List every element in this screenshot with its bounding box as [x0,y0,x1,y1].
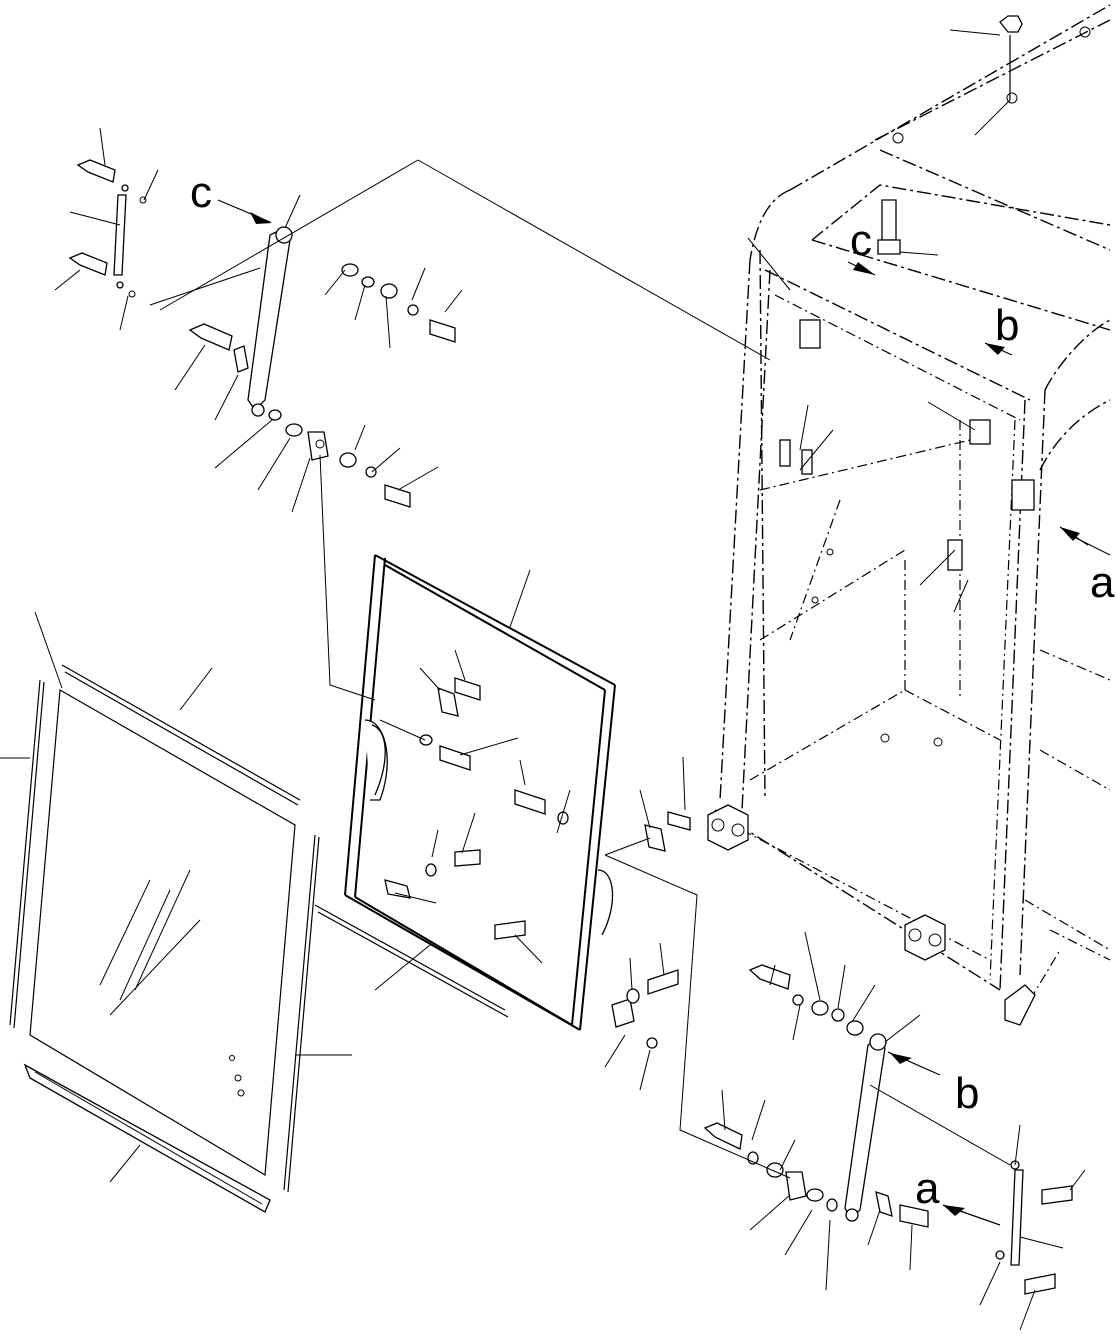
view-label-c-cab: c [850,216,872,265]
cab-view-arrows [847,261,1089,546]
door-frame [344,554,616,1031]
view-label-a-lower: a [915,1164,940,1213]
view-label-b-lower: b [955,1069,979,1118]
glass-panel [9,664,320,1213]
door-lower-bar [314,904,509,1018]
cab-frame [707,4,1111,1026]
view-labels: c c b a b a [190,168,1115,1213]
leader-lines [0,29,1111,1331]
view-label-b-cab: b [995,301,1019,350]
upper-hinge-assembly [68,159,456,508]
lower-hinge-assembly [703,964,1073,1295]
view-label-a-cab: a [1090,558,1115,607]
view-label-c-upper: c [190,168,212,217]
door-fittings [384,677,691,1049]
